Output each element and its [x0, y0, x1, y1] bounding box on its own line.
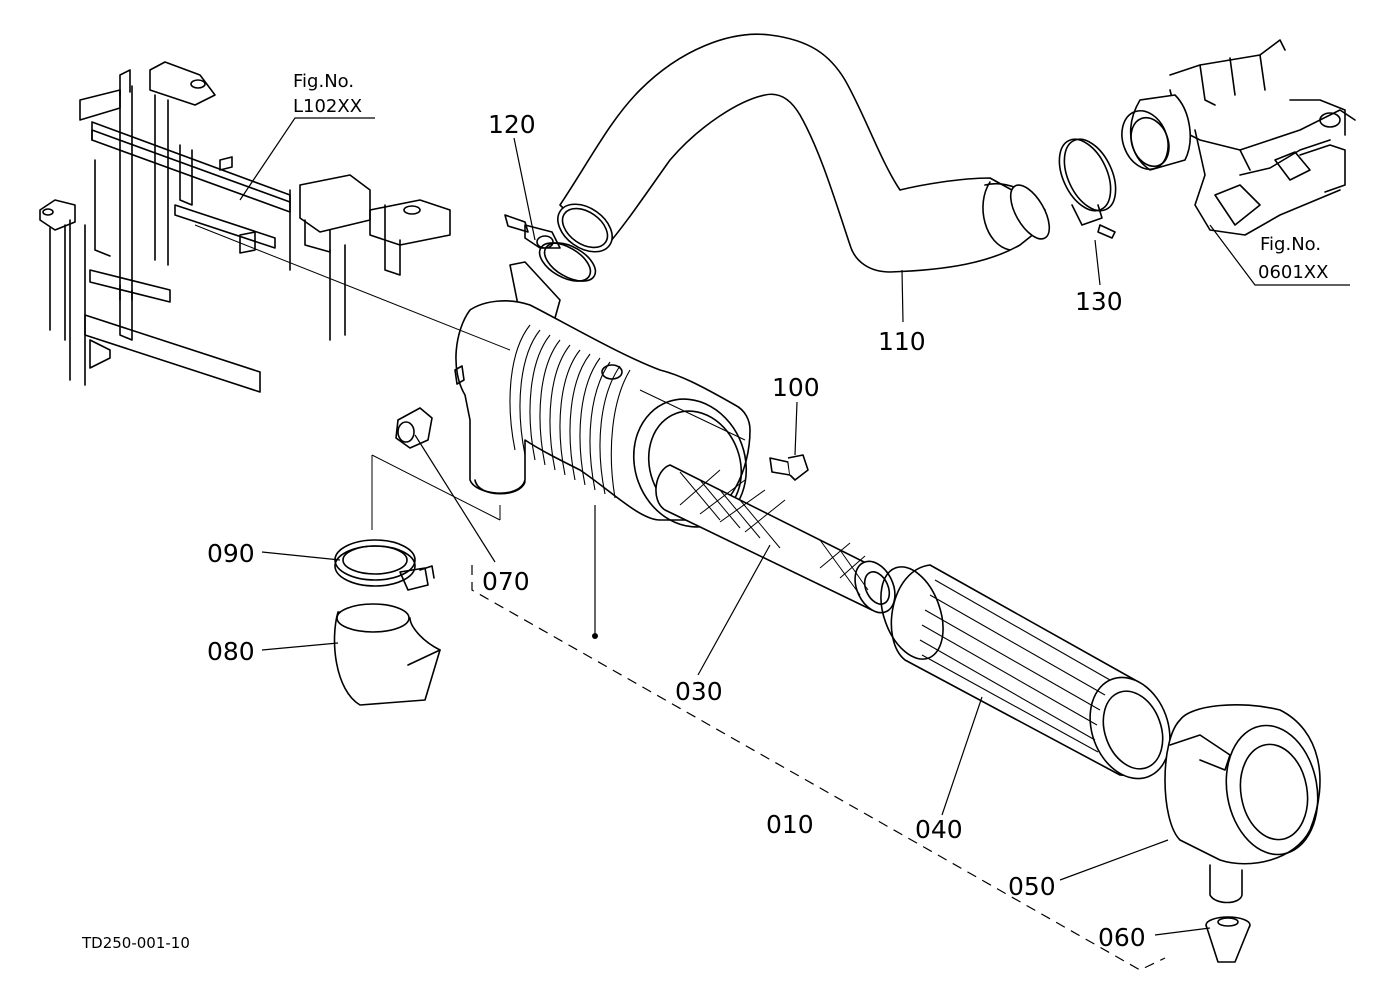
figure-reference-right: Fig.No. 0601XX — [1258, 234, 1328, 283]
part-label-070: 070 — [482, 567, 530, 596]
element-mesh — [679, 469, 869, 596]
pleats — [919, 579, 1111, 753]
grommet-070 — [395, 365, 465, 449]
part-label-010: 010 — [766, 810, 814, 839]
part-label-030: 030 — [675, 677, 723, 706]
rubber-elbow-080 — [333, 603, 441, 706]
tractor-frame — [39, 61, 451, 393]
bolt-100 — [769, 454, 809, 481]
hose-clamp-120 — [504, 214, 597, 282]
part-label-110: 110 — [878, 327, 926, 356]
hose-clamp-090 — [334, 539, 435, 591]
primary-filter-element — [880, 564, 1171, 780]
fig-ref-label-right: Fig.No. — [1260, 234, 1321, 255]
leader-lines — [194, 117, 1350, 971]
figure-reference-left: Fig.No. L102XX — [293, 71, 362, 117]
part-label-080: 080 — [207, 637, 255, 666]
drawing-reference: TD250-001-10 — [81, 934, 190, 952]
part-label-100: 100 — [772, 373, 820, 402]
fig-ref-code-left: L102XX — [293, 96, 362, 117]
inner-safety-element — [655, 464, 896, 614]
part-label-120: 120 — [488, 110, 536, 139]
part-label-040: 040 — [915, 815, 963, 844]
part-label-130: 130 — [1075, 287, 1123, 316]
evacuator-valve — [1205, 916, 1251, 963]
intake-hose — [557, 33, 1051, 273]
body-ribs — [509, 324, 631, 499]
part-label-060: 060 — [1098, 923, 1146, 952]
intake-manifold — [1121, 39, 1356, 236]
fig-ref-code-right: 0601XX — [1258, 262, 1328, 283]
part-label-090: 090 — [207, 539, 255, 568]
air-cleaner-cover — [1164, 704, 1321, 904]
hose-clamp-130 — [1058, 138, 1117, 239]
fig-ref-label-left: Fig.No. — [293, 71, 354, 92]
air-cleaner-body — [455, 261, 751, 528]
part-label-050: 050 — [1008, 872, 1056, 901]
